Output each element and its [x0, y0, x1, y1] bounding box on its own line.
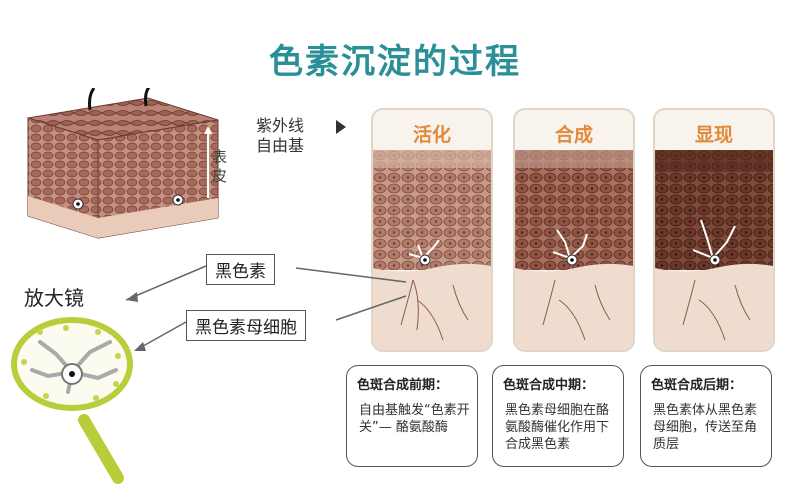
- stage-panel-synthesis: 合成: [513, 108, 635, 352]
- stage-title: 活化: [412, 124, 451, 146]
- info-box-middle: 色斑合成中期： 黑色素母细胞在酪氨酸酶催化作用下合成黑色素: [492, 365, 624, 467]
- diagram-title: 色素沉淀的过程: [269, 42, 521, 82]
- info-box-body: 自由基触发“色素开关”— 酪氨酸酶: [359, 403, 470, 435]
- uv-free-radical-label: 紫外线 自由基: [256, 116, 305, 155]
- melanin-callout: 黑色素: [206, 254, 275, 285]
- skin-section-illustration: [655, 150, 773, 350]
- info-box-title: 色斑合成后期：: [651, 378, 743, 393]
- magnifier-label: 放大镜: [24, 286, 84, 310]
- stage-title: 显现: [694, 124, 733, 146]
- info-box-late: 色斑合成后期： 黑色素体从黑色素母细胞，传送至角质层: [640, 365, 772, 467]
- skin-section-illustration: [373, 150, 491, 350]
- stage-panel-appearance: 显现: [653, 108, 775, 352]
- melanocyte-callout: 黑色素母细胞: [186, 310, 306, 341]
- stage-title: 合成: [554, 124, 593, 146]
- info-box-title: 色斑合成前期：: [357, 378, 449, 393]
- stage-panel-activation: 活化: [371, 108, 493, 352]
- info-box-body: 黑色素母细胞在酪氨酸酶催化作用下合成黑色素: [505, 403, 610, 452]
- info-box-title: 色斑合成中期：: [503, 378, 595, 393]
- info-box-early: 色斑合成前期： 自由基触发“色素开关”— 酪氨酸酶: [346, 365, 478, 467]
- info-box-body: 黑色素体从黑色素母细胞，传送至角质层: [653, 403, 758, 452]
- hair-shape: [88, 88, 96, 111]
- magnifier-icon: [11, 317, 133, 484]
- epidermis-label: 表皮: [212, 148, 228, 185]
- skin-section-illustration: [515, 150, 633, 350]
- skin-cube-illustration: [27, 88, 219, 239]
- arrow-right-icon: [336, 120, 346, 134]
